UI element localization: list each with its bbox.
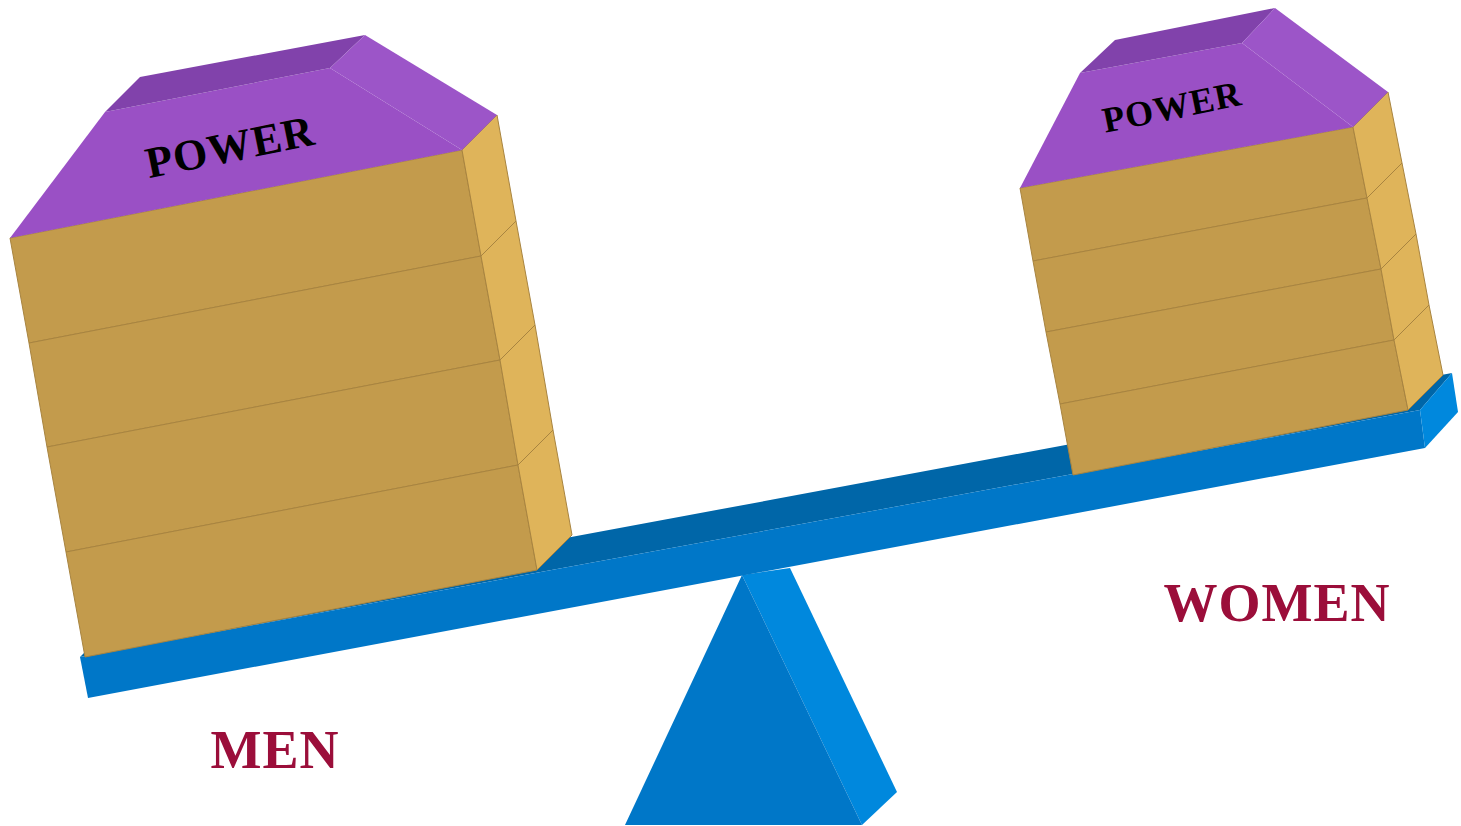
lid-side [330, 35, 497, 150]
fulcrum [625, 568, 897, 825]
lid-side [1242, 8, 1388, 127]
weight-box-side [518, 430, 572, 570]
group-label: WOMEN [1164, 572, 1391, 634]
power-lid: POWER [1020, 8, 1388, 188]
weight-box [66, 465, 537, 657]
power-lid: POWER [10, 35, 497, 238]
lid-ridge [105, 35, 365, 112]
weight-box [1060, 340, 1408, 475]
group-label: MEN [211, 719, 340, 781]
fulcrum-front [625, 575, 862, 825]
weight-box-side [1394, 305, 1443, 410]
